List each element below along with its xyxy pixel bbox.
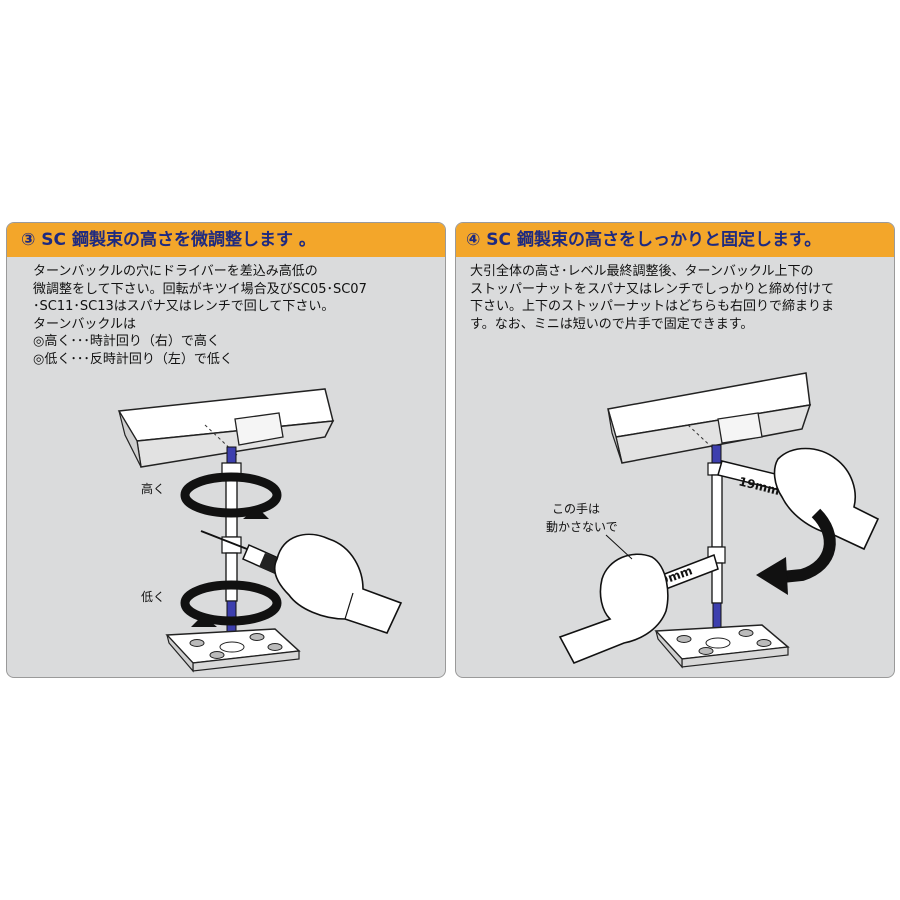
step-4-title: ④ SC 鋼製束の高さをしっかりと固定します。 bbox=[456, 223, 894, 257]
step-4-line: 下さい。上下のストッパーナットはどちらも右回りで締まりま bbox=[470, 299, 835, 314]
label-high: 高く bbox=[141, 481, 165, 496]
hand-icon bbox=[273, 533, 403, 634]
step-4-line: す。なお、ミニは短いので片手で固定できます。 bbox=[470, 316, 754, 332]
step-3-title: ③ SC 鋼製束の高さを微調整します 。 bbox=[7, 223, 445, 257]
step-3-panel: ③ SC 鋼製束の高さを微調整します 。 ターンバックルの穴にドライバーを差込み… bbox=[6, 222, 446, 678]
step-3-line: ターンバックルの穴にドライバーを差込み高低の bbox=[33, 264, 318, 279]
base-plate bbox=[165, 628, 301, 673]
note-leader-line bbox=[605, 534, 633, 560]
step-3-instructions: ターンバックルの穴にドライバーを差込み高低の 微調整をして下さい。回転がキツイ場… bbox=[33, 263, 367, 368]
note-line-2: 動かさないで bbox=[546, 520, 618, 534]
beam-illustration bbox=[607, 372, 812, 464]
rotate-clockwise-arrow-icon bbox=[180, 472, 282, 519]
step-3-line: ◎低く･･･反時計回り（左）で低く bbox=[33, 351, 233, 367]
rotate-counterclockwise-arrow-icon bbox=[180, 580, 282, 627]
note-line-1: この手は bbox=[552, 502, 600, 516]
hand-icon bbox=[773, 447, 880, 551]
step-4-illustration: 19mm 19mm この手は 動かさないで bbox=[546, 372, 880, 669]
step-4-line: ストッパーナットをスパナ又はレンチでしっかりと締め付けて bbox=[470, 281, 835, 297]
step-3-line: ターンバックルは bbox=[33, 316, 136, 332]
step-4-line: 大引全体の高さ･レベル最終調整後、ターンバックル上下の bbox=[470, 264, 814, 279]
hand-icon bbox=[558, 553, 669, 665]
step-3-line: 微調整をして下さい。回転がキツイ場合及びSC05･SC07 bbox=[33, 281, 367, 297]
label-low: 低く bbox=[141, 590, 165, 604]
beam-illustration bbox=[117, 388, 335, 468]
base-plate bbox=[654, 624, 790, 669]
step-4-instructions: 大引全体の高さ･レベル最終調整後、ターンバックル上下の ストッパーナットをスパナ… bbox=[470, 263, 834, 333]
step-4-panel: ④ SC 鋼製束の高さをしっかりと固定します。 大引全体の高さ･レベル最終調整後… bbox=[455, 222, 895, 678]
step-3-line: ◎高く･･･時計回り（右）で高く bbox=[33, 334, 220, 349]
step-3-line: ･SC11･SC13はスパナ又はレンチで回して下さい。 bbox=[33, 299, 335, 314]
step-3-illustration: 高く 低く bbox=[117, 388, 403, 673]
curved-arrow-icon bbox=[756, 508, 836, 595]
